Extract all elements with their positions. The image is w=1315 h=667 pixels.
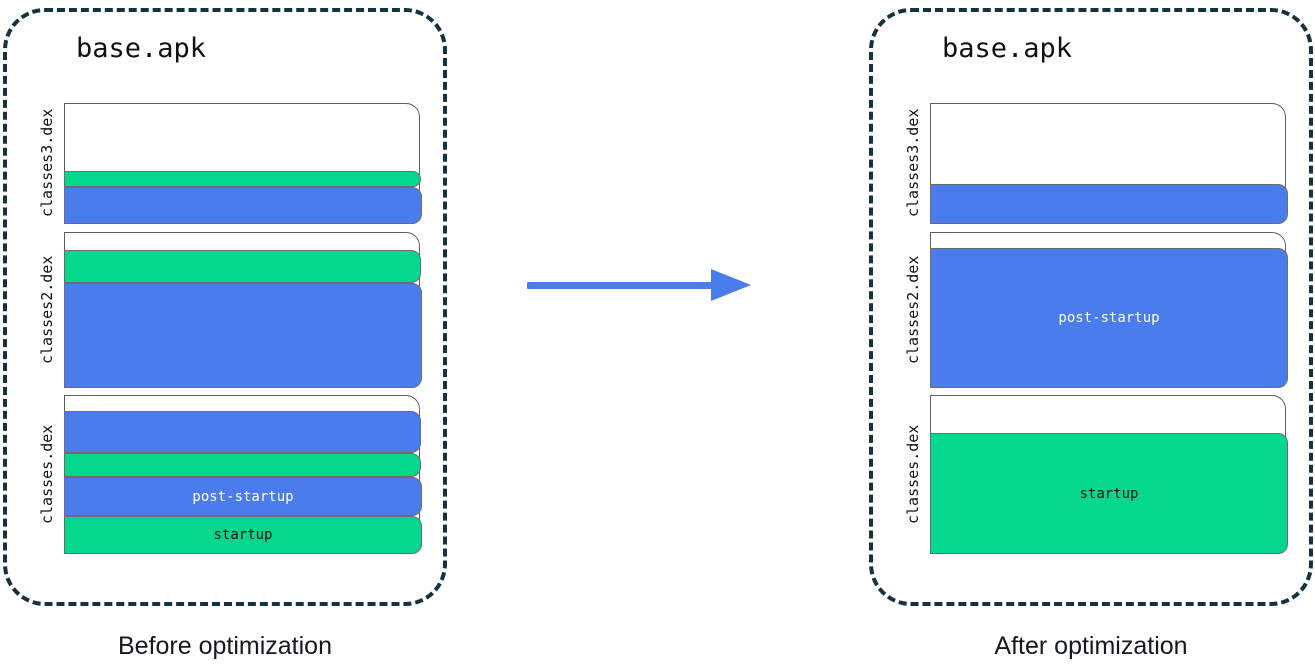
dex-label-classes2-after: classes2.dex: [904, 255, 922, 365]
dex-segment-startup: startup: [64, 516, 422, 554]
dex-segment-blue: [64, 283, 422, 388]
dex-label-classes2-before: classes2.dex: [38, 255, 56, 365]
arrow-head-icon: [711, 269, 751, 301]
dex-segment-green: [64, 171, 421, 187]
dex-label-classes3-after: classes3.dex: [904, 108, 922, 218]
transform-arrow: [527, 268, 751, 302]
dex-segment-blue: [930, 184, 1288, 224]
apk-title-before: base.apk: [76, 33, 207, 64]
dex-label-classes3-before: classes3.dex: [38, 108, 56, 218]
dex-segment-green: [64, 250, 421, 283]
dex-segment-post-startup: post-startup: [64, 477, 422, 516]
dex-label-classes-after: classes.dex: [904, 424, 922, 525]
panel-caption-before: Before optimization: [117, 632, 332, 660]
dex-segment-startup: startup: [930, 433, 1288, 554]
panel-caption-after: After optimization: [994, 632, 1188, 660]
dex-segment-post-startup: post-startup: [930, 248, 1288, 388]
apk-panel-before: [3, 8, 447, 606]
dex-segment-blue: [64, 187, 422, 224]
dex-segment-blue: [64, 411, 421, 453]
dex-label-classes-before: classes.dex: [38, 424, 56, 525]
arrow-shaft: [527, 282, 717, 289]
apk-title-after: base.apk: [942, 33, 1073, 64]
dex-segment-green: [64, 453, 421, 477]
apk-panel-after: [869, 8, 1313, 606]
